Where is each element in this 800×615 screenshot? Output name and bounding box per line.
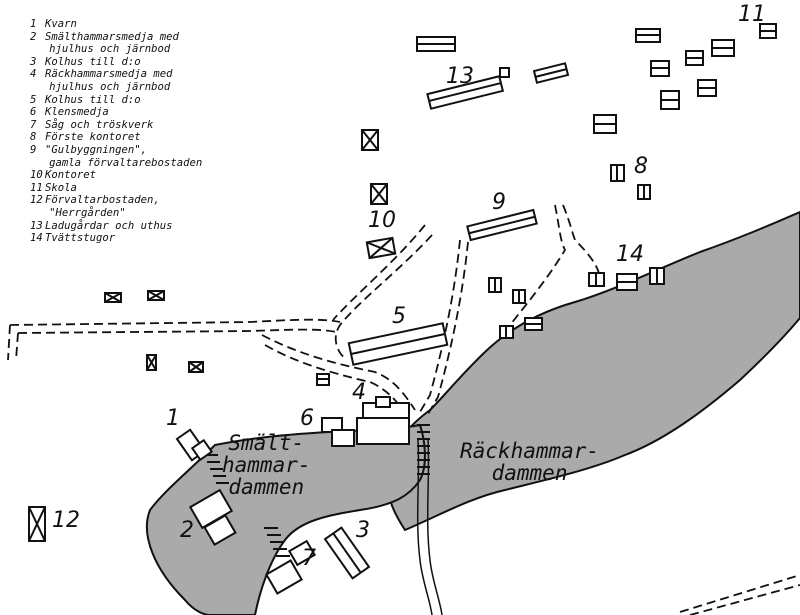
legend-number: 2 — [30, 30, 37, 43]
legend-entry-1: 1 Kvarn — [30, 18, 245, 31]
road-west-upper — [9, 318, 341, 326]
road-west-lower — [17, 328, 337, 334]
buildings — [28, 23, 777, 595]
label-1: 1 — [166, 406, 180, 431]
label-14: 14 — [616, 242, 644, 267]
label-9: 9 — [492, 190, 506, 215]
sluice-right — [417, 424, 430, 475]
building-6-klensmedja — [321, 417, 355, 447]
legend-number: 14 — [30, 232, 43, 245]
legend-entry-7: 7 Såg och tröskverk — [30, 119, 245, 132]
road-north-b — [332, 224, 426, 321]
legend-text: Kolhus till d:o — [45, 55, 141, 68]
label-10: 10 — [368, 208, 396, 233]
legend-text: Ladugårdar och uthus — [45, 219, 173, 232]
label-4: 4 — [352, 380, 366, 405]
legend-entry-4: 4 Räckhammarsmedja med hjulhus och järnbo… — [30, 68, 245, 93]
legend-number: 13 — [30, 219, 43, 232]
legend-number: 9 — [30, 143, 37, 156]
road-diag-a — [261, 334, 416, 411]
road-fork-a — [509, 204, 567, 326]
label-7: 7 — [302, 546, 316, 571]
roads — [7, 204, 800, 615]
legend-number: 1 — [30, 18, 37, 30]
legend-text: "Gulbyggningen", gamla förvaltarebostade… — [45, 143, 203, 169]
legend-number: 11 — [30, 181, 43, 194]
sluices — [205, 424, 430, 557]
building-14-tvattstugor — [488, 267, 665, 339]
legend-number: 8 — [30, 131, 37, 144]
road-fork-b — [562, 204, 601, 281]
legend-text: Såg och tröskverk — [45, 118, 154, 131]
legend-number: 6 — [30, 106, 37, 119]
legend-number: 10 — [30, 169, 43, 182]
road-north-a — [334, 234, 433, 359]
legend-number: 12 — [30, 194, 43, 207]
label-8: 8 — [634, 154, 648, 179]
building-5-kolhus — [347, 322, 449, 366]
road-ne-b — [427, 241, 469, 415]
road-west-end-a — [7, 324, 11, 361]
legend-number: 5 — [30, 93, 37, 106]
building-10-kontoret — [361, 129, 397, 260]
building-7-sag — [265, 539, 317, 595]
building-1-kvarn — [175, 428, 214, 462]
legend-text: Kolhus till d:o — [45, 93, 141, 106]
building-9-gulbyggningen — [466, 208, 538, 242]
legend-number: 7 — [30, 118, 37, 131]
legend-entry-3: 3 Kolhus till d:o — [30, 56, 245, 69]
legend-text: Smälthammarsmedja med hjulhus och järnbo… — [45, 30, 179, 56]
legend-text: Klensmedja — [45, 106, 109, 119]
legend: 1 Kvarn 2 Smälthammarsmedja med hjulhus och… — [30, 18, 245, 245]
smalthammar-dammen-label: Smält- hammar- dammen — [222, 431, 311, 499]
sluice-lower — [264, 527, 290, 557]
label-2: 2 — [180, 518, 194, 543]
road-se-b — [689, 584, 800, 615]
label-6: 6 — [300, 406, 314, 431]
building-11-school — [593, 23, 777, 134]
legend-text: Kvarn — [45, 18, 77, 30]
building-4-rackhammarsmedja — [316, 373, 410, 445]
legend-text: Kontoret — [45, 169, 97, 182]
building-8-kontoret — [610, 164, 651, 200]
building-3-kolhus — [323, 526, 371, 580]
legend-entry-8: 8 Förste kontoret — [30, 131, 245, 144]
label-13: 13 — [446, 64, 474, 89]
legend-entry-5: 5 Kolhus till d:o — [30, 94, 245, 107]
building-12-herrgarden — [28, 506, 46, 542]
legend-number: 4 — [30, 68, 37, 81]
label-3: 3 — [356, 518, 370, 543]
building-13-barns — [416, 36, 570, 110]
label-11: 11 — [738, 2, 766, 27]
legend-entry-6: 6 Klensmedja — [30, 106, 245, 119]
label-5: 5 — [392, 304, 406, 329]
building-2-smalthammarsmedja — [188, 488, 237, 547]
water-bodies — [145, 210, 800, 615]
legend-entry-9: 9 "Gulbyggningen", gamla förvaltarebostad… — [30, 144, 245, 169]
legend-text: Förste kontoret — [45, 131, 141, 144]
road-ne-a — [419, 239, 461, 413]
legend-text: Förvaltarbostaden, "Herrgården" — [45, 194, 160, 219]
legend-entry-2: 2 Smälthammarsmedja med hjulhus och järnb… — [30, 31, 245, 56]
road-west-end-b — [15, 332, 19, 361]
stream — [416, 439, 443, 615]
rackhammar-dammen-label: Räckhammar- dammen — [460, 439, 600, 485]
legend-text: Räckhammarsmedja med hjulhus och järnbod — [45, 68, 173, 93]
legend-number: 3 — [30, 55, 37, 68]
label-12: 12 — [52, 508, 80, 533]
small-x-buildings — [104, 290, 204, 373]
road-se-a — [679, 574, 800, 613]
legend-text: Tvättstugor — [45, 232, 116, 245]
legend-text: Skola — [45, 181, 77, 194]
